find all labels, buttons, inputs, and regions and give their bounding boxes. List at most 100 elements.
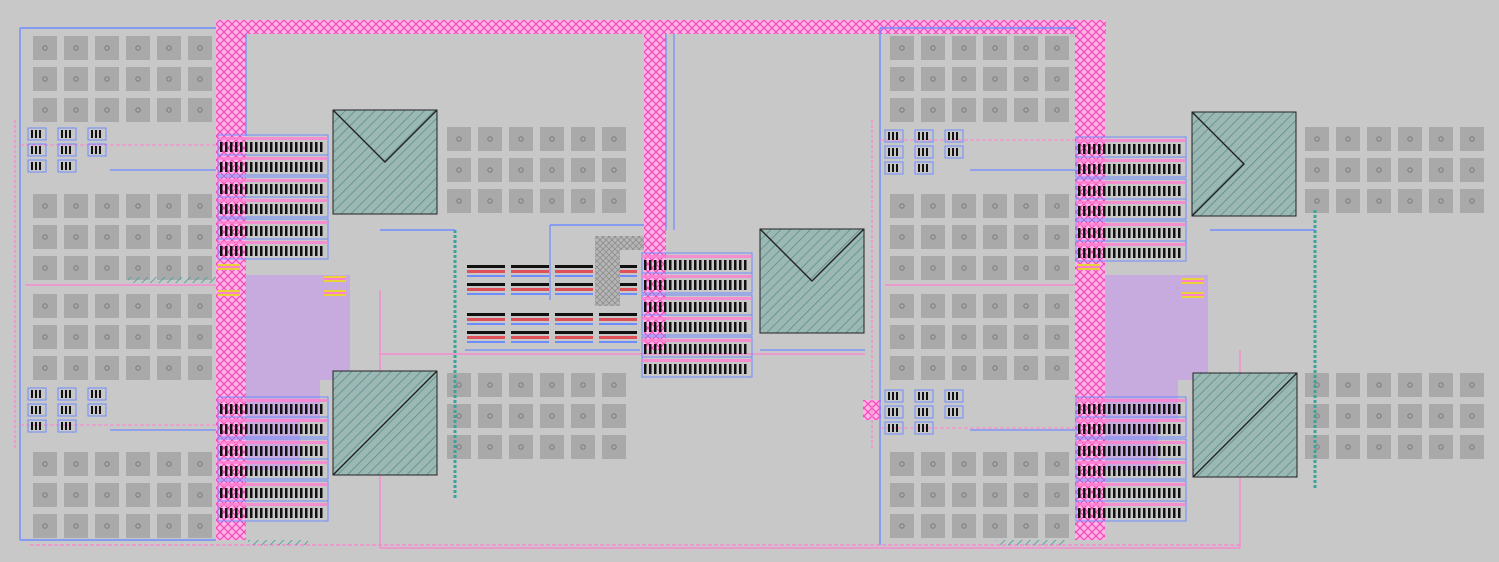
transistor-finger [888,408,890,416]
transistor-finger [315,446,318,456]
fill-tile [921,294,945,318]
transistor-finger [1138,424,1141,434]
switch-outline [914,421,934,435]
fill-tile [1045,483,1069,507]
transistor-finger [1158,228,1161,238]
fill-tile [95,256,119,280]
fill-tile-dot [1345,167,1351,173]
fill-tile-dot [1407,382,1413,388]
fill-tile-dot [104,76,110,82]
transistor-finger [1123,508,1126,518]
transistor-finger [300,446,303,456]
diff-pair-bar [599,313,637,316]
transistor-finger [1128,164,1131,174]
fill-tile [126,67,150,91]
transistor-finger [1168,404,1171,414]
fill-tile-dot [42,265,48,271]
transistor-finger [1148,248,1151,258]
transistor-finger [1138,404,1141,414]
fill-tile-dot [1054,461,1060,467]
transistor-finger [220,184,223,194]
fill-tile-dot [1314,167,1320,173]
transistor-finger [295,204,298,214]
bond-pad-marker [332,109,438,163]
transistor-finger [290,488,293,498]
transistor-finger [250,508,253,518]
fill-tile-dot [961,461,967,467]
fill-tile-dot [899,76,905,82]
transistor-finger [270,226,273,236]
transistor-finger [1113,404,1116,414]
fill-tile-dot [456,382,462,388]
transistor-finger [684,344,687,354]
fill-tile [571,435,595,459]
diff-pair-metal [511,275,549,277]
fill-tile-dot [104,365,110,371]
transistor-finger [1103,248,1106,258]
transistor-finger [220,446,223,456]
transistor-finger [1148,466,1151,476]
diff-pair-bar [511,313,549,316]
diff-pair-bar [467,331,505,334]
transistor-finger [1178,488,1181,498]
fill-tile [509,127,533,151]
transistor-finger [225,184,228,194]
transistor-finger [952,392,954,400]
transistor-finger [689,322,692,332]
transistor-finger [1178,404,1181,414]
fill-tile-dot [197,203,203,209]
transistor-finger [709,344,712,354]
fill-tile [447,189,471,213]
switch-outline [27,143,47,157]
fill-tile [157,325,181,349]
transistor-finger [270,142,273,152]
fill-tile [95,36,119,60]
fill-tile [1336,404,1360,428]
device-row-rail [218,483,328,486]
transistor-finger [285,162,288,172]
transistor-finger [926,408,928,416]
diff-pair-poly [555,270,593,273]
fill-tile [1045,356,1069,380]
transistor-finger [952,132,954,140]
device-layer [27,127,1204,545]
fill-tile [126,36,150,60]
transistor-finger [659,322,662,332]
transistor-finger [255,508,258,518]
fill-tile-dot [42,492,48,498]
switch-outline [27,387,47,401]
transistor-finger [1143,424,1146,434]
center-guard-ring [620,236,644,250]
transistor-finger [290,466,293,476]
transistor-finger [99,406,101,414]
transistor-finger [255,466,258,476]
fill-tile [447,158,471,182]
fill-tile-dot [899,107,905,113]
transistor-finger [255,404,258,414]
fill-tile-dot [1345,198,1351,204]
fill-tile [188,194,212,218]
fill-tile [33,98,57,122]
fill-tile [1014,356,1038,380]
transistor-finger [1153,404,1156,414]
transistor-finger [684,322,687,332]
via-strip-core [218,266,240,268]
transistor-finger [1133,508,1136,518]
fill-tile [509,373,533,397]
transistor-finger [694,280,697,290]
fill-tile-dot [992,265,998,271]
via-strip-core [1182,294,1204,296]
fill-tile [64,325,88,349]
transistor-finger [1078,466,1081,476]
transistor-finger [1173,424,1176,434]
device-row-rail [218,199,328,202]
fill-tile [890,225,914,249]
transistor-finger [230,162,233,172]
transistor-finger [1163,186,1166,196]
fill-tile-dot [580,167,586,173]
transistor-finger [1088,186,1091,196]
transistor-finger [91,130,93,138]
transistor-finger [310,488,313,498]
transistor-finger [250,488,253,498]
transistor-finger [35,162,37,170]
